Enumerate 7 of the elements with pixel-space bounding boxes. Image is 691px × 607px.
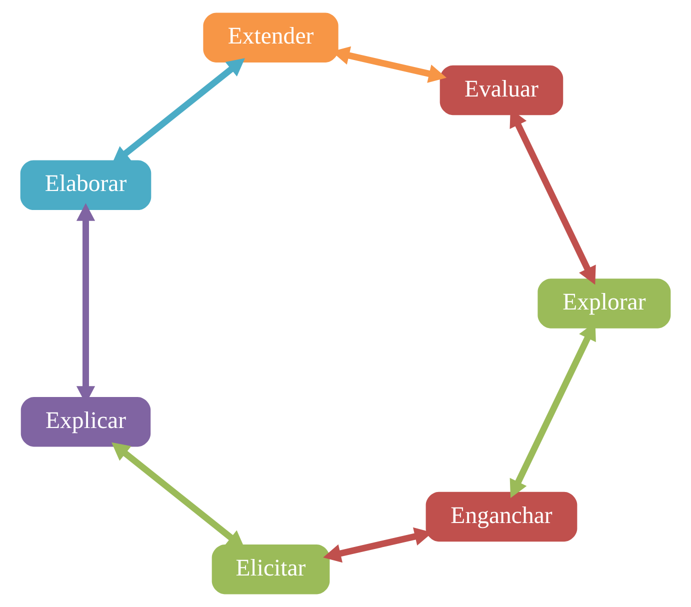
node-box: Elaborar bbox=[20, 160, 152, 210]
node-box: Evaluar bbox=[440, 65, 564, 116]
node-box: Extender bbox=[203, 12, 338, 62]
node-box: Explorar bbox=[538, 278, 671, 328]
node-box: Elicitar bbox=[212, 544, 330, 594]
node-box: Enganchar bbox=[426, 492, 578, 542]
node-box: Explicar bbox=[20, 396, 151, 447]
